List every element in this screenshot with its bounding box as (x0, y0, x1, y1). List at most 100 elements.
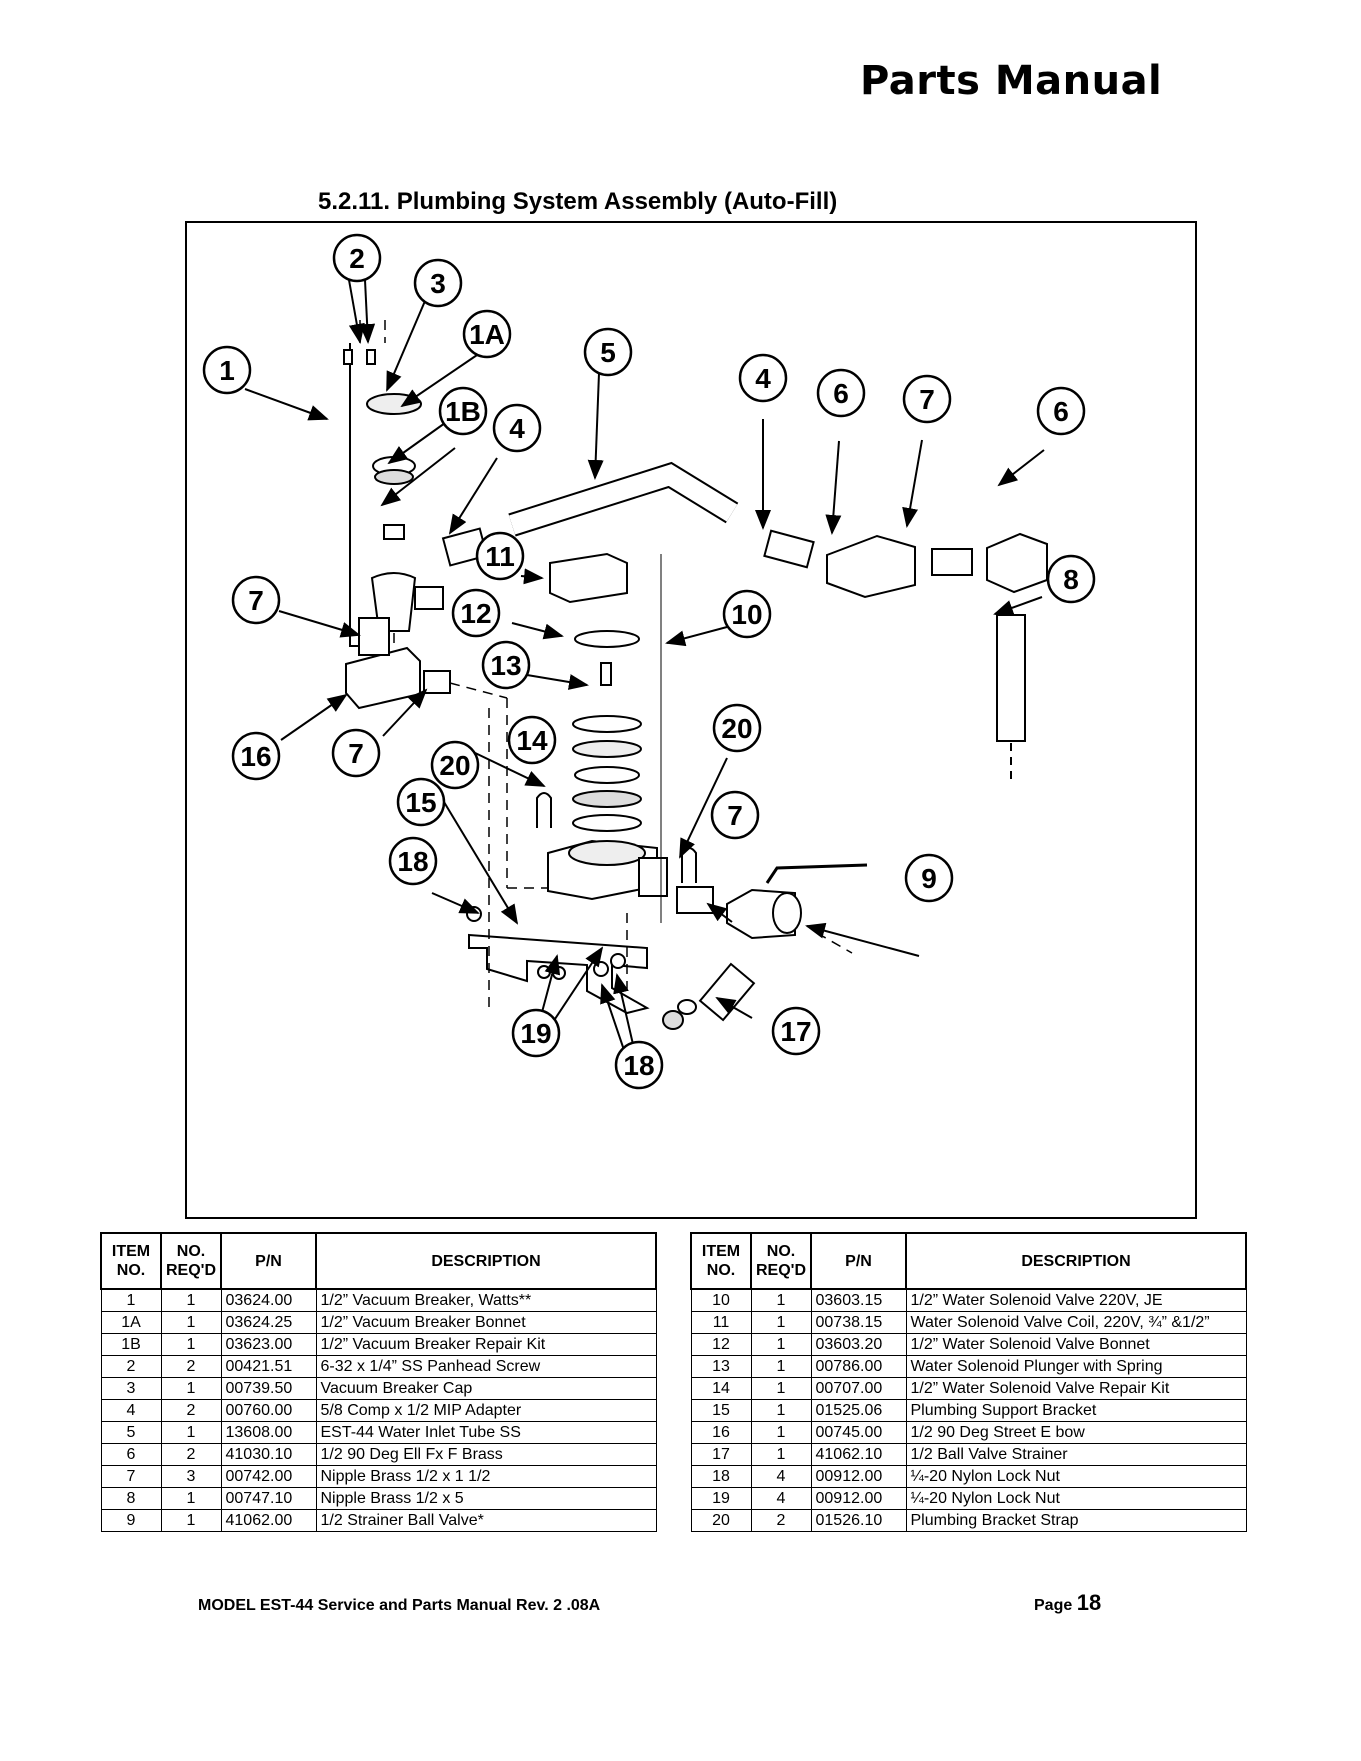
street-elbow-16 (345, 646, 421, 710)
cell-description: 5/8 Comp x 1/2 MIP Adapter (315, 1399, 657, 1422)
cell-qty: 1 (160, 1311, 222, 1334)
cell-part-number: 00742.00 (220, 1465, 317, 1488)
lock-nut-19-b (552, 966, 566, 980)
cell-description: ¼-20 Nylon Lock Nut (905, 1487, 1247, 1510)
col-header-pn: P/N (810, 1232, 907, 1290)
cell-description: 1/2” Water Solenoid Valve Bonnet (905, 1333, 1247, 1356)
callout-16: 16 (240, 741, 271, 772)
cell-qty: 1 (160, 1377, 222, 1400)
callout-7-right: 7 (727, 800, 743, 831)
repair-kit-1b (383, 524, 405, 540)
cell-part-number: 00739.50 (220, 1377, 317, 1400)
cell-description: Plumbing Bracket Strap (905, 1509, 1247, 1532)
cell-item: 1A (100, 1311, 162, 1334)
callout-2: 2 (349, 243, 365, 274)
vacuum-breaker-body (370, 572, 417, 632)
cell-item: 4 (100, 1399, 162, 1422)
cell-description: 1/2 90 Deg Street E bow (905, 1421, 1247, 1444)
cell-qty: 4 (750, 1465, 812, 1488)
callout-7-mid: 7 (348, 738, 364, 769)
cell-part-number: 00747.10 (220, 1487, 317, 1510)
callout-11: 11 (485, 541, 515, 572)
lock-nut-18-b (593, 961, 609, 977)
cell-part-number: 00786.00 (810, 1355, 907, 1378)
cell-part-number: 41062.10 (810, 1443, 907, 1466)
col-header-description: DESCRIPTION (315, 1232, 657, 1290)
section-title: 5.2.11. Plumbing System Assembly (Auto-F… (318, 188, 838, 215)
plunger-13 (600, 662, 612, 686)
cell-part-number: 01525.06 (810, 1399, 907, 1422)
callout-3: 3 (430, 268, 446, 299)
callout-6-left: 6 (833, 378, 849, 409)
cell-item: 9 (100, 1509, 162, 1532)
cell-part-number: 00738.15 (810, 1311, 907, 1334)
callout-4-left: 4 (509, 413, 525, 444)
callout-18-left: 18 (397, 846, 428, 877)
cell-description: Water Solenoid Valve Coil, 220V, ¾” &1/2… (905, 1311, 1247, 1334)
cell-part-number: 00912.00 (810, 1465, 907, 1488)
cell-description: 1/2 Ball Valve Strainer (905, 1443, 1247, 1466)
cell-item: 13 (690, 1355, 752, 1378)
nipple-7-top (931, 548, 973, 576)
callout-13: 13 (490, 650, 521, 681)
cell-description: Plumbing Support Bracket (905, 1399, 1247, 1422)
cell-qty: 1 (160, 1509, 222, 1532)
callout-12: 12 (460, 598, 491, 629)
cell-item: 14 (690, 1377, 752, 1400)
cell-description: 6-32 x 1/4” SS Panhead Screw (315, 1355, 657, 1378)
cell-part-number: 00421.51 (220, 1355, 317, 1378)
cell-description: 1/2 90 Deg Ell Fx F Brass (315, 1443, 657, 1466)
cell-qty: 1 (750, 1288, 812, 1312)
cell-item: 15 (690, 1399, 752, 1422)
cell-item: 17 (690, 1443, 752, 1466)
callout-19: 19 (520, 1018, 551, 1049)
cell-qty: 1 (750, 1377, 812, 1400)
callout-8: 8 (1063, 564, 1079, 595)
cell-qty: 1 (750, 1399, 812, 1422)
callout-9: 9 (921, 863, 937, 894)
manual-title: Parts Manual (860, 58, 1163, 104)
cell-part-number: 13608.00 (220, 1421, 317, 1444)
footer-model: MODEL EST-44 Service and Parts Manual Re… (198, 1597, 601, 1614)
cell-part-number: 01526.10 (810, 1509, 907, 1532)
cell-item: 11 (690, 1311, 752, 1334)
cell-description: Water Solenoid Plunger with Spring (905, 1355, 1247, 1378)
callout-1: 1 (219, 355, 235, 386)
cell-item: 6 (100, 1443, 162, 1466)
cell-item: 12 (690, 1333, 752, 1356)
cell-qty: 1 (750, 1443, 812, 1466)
callout-5: 5 (600, 337, 616, 368)
callout-1a: 1A (469, 319, 505, 350)
nipple-8 (996, 614, 1026, 742)
page-number: 18 (1076, 1590, 1102, 1615)
footer-page: Page 18 (1034, 1590, 1101, 1616)
cell-qty: 1 (160, 1288, 222, 1312)
callout-1b: 1B (445, 396, 481, 427)
bracket-line-1 (349, 343, 370, 647)
cell-item: 19 (690, 1487, 752, 1510)
lock-nut-19-a (537, 965, 551, 979)
cell-qty: 1 (750, 1311, 812, 1334)
cell-description: Vacuum Breaker Cap (315, 1377, 657, 1400)
